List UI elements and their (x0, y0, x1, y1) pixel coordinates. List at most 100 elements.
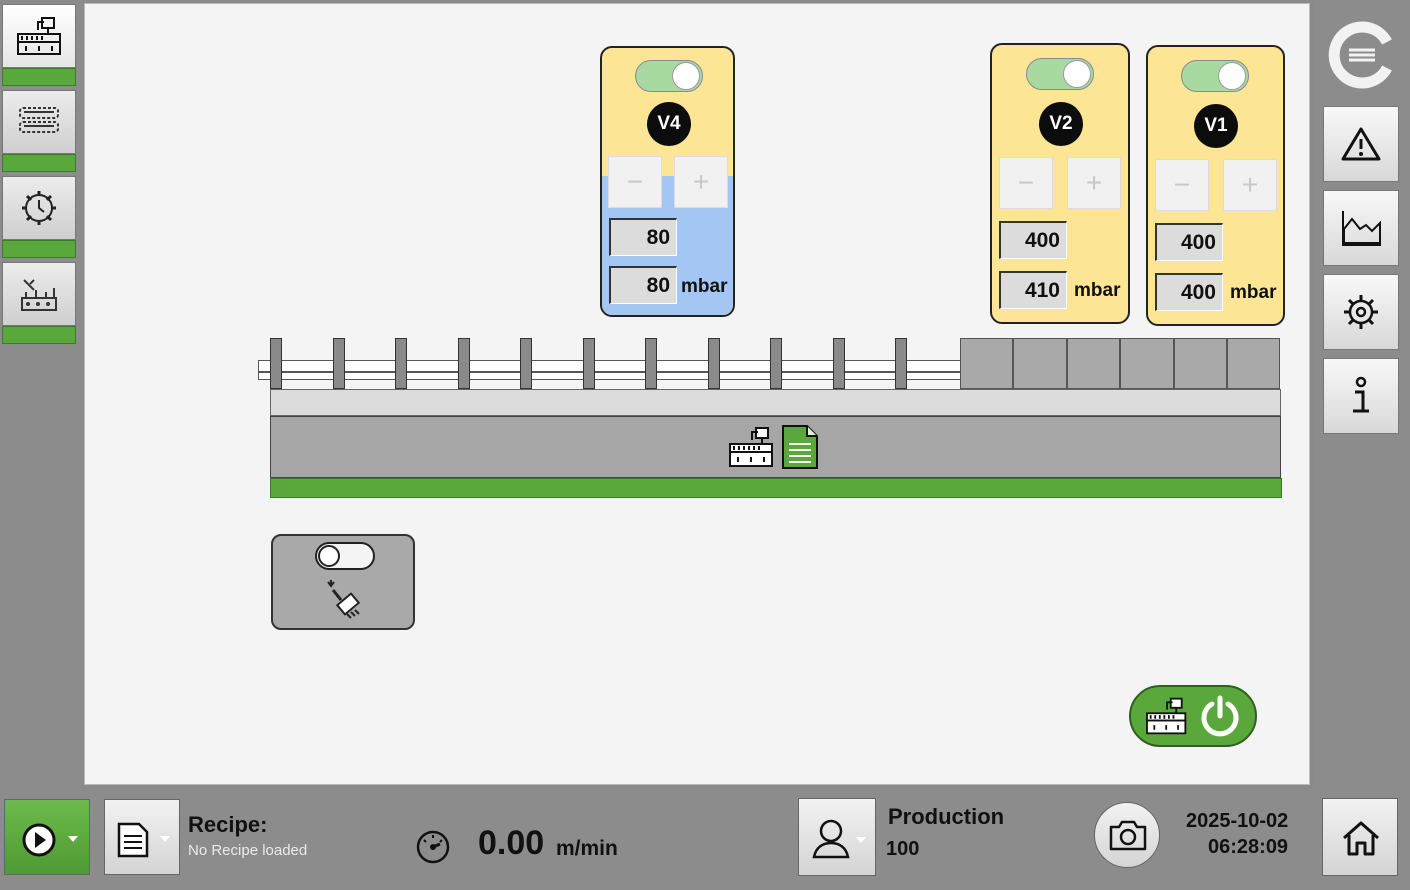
machine-view-button[interactable] (2, 4, 76, 88)
chevron-down-icon (856, 837, 866, 843)
conveyor-cell (960, 338, 1014, 389)
conveyor-post (895, 338, 907, 389)
chevron-down-icon (68, 836, 78, 842)
home-button[interactable] (1322, 798, 1398, 876)
user-login-button[interactable] (798, 798, 876, 876)
cleaning-station-icon (21, 279, 57, 311)
start-mode-button[interactable] (4, 799, 90, 875)
valve-v4-decrease-button[interactable]: − (608, 156, 662, 208)
valve-v2-setpoint-field[interactable]: 400 (999, 221, 1067, 259)
conveyor-rail-top (258, 360, 962, 372)
conveyor-view-button[interactable] (2, 90, 76, 174)
current-date: 2025-10-02 (1186, 810, 1289, 832)
conveyor-post (645, 338, 657, 389)
right-sidebar (1313, 0, 1410, 790)
chart-icon (1342, 211, 1381, 246)
current-time: 06:28:09 (1208, 836, 1289, 858)
gear-clock-icon (22, 191, 56, 225)
conveyor-post (707, 338, 720, 389)
home-icon (1343, 821, 1379, 856)
alarms-button[interactable] (1323, 106, 1399, 182)
machine-icon (17, 17, 61, 55)
cleaning-view-button[interactable] (2, 262, 76, 346)
valve-v1-toggle[interactable] (1181, 60, 1249, 92)
brush-unit-panel (271, 534, 415, 630)
valve-v4-badge: V4 (647, 102, 691, 146)
valve-v4-increase-button[interactable]: + (674, 156, 728, 208)
left-sidebar (0, 0, 82, 790)
recipe-document-icon (782, 425, 818, 469)
warning-icon (1341, 127, 1381, 161)
conveyor-post (270, 338, 282, 389)
conveyor-post (582, 338, 595, 389)
machine-icon (729, 427, 773, 467)
valve-panel-v4: V4 − + 80 80 mbar (600, 46, 735, 317)
machine-power-button[interactable] (1129, 685, 1257, 747)
company-logo-icon (1328, 21, 1392, 89)
valve-v2-decrease-button[interactable]: − (999, 157, 1053, 209)
play-icon (22, 823, 56, 857)
valve-v2-badge: V2 (1039, 102, 1083, 146)
conveyor-cell (1013, 338, 1067, 389)
valve-v1-decrease-button[interactable]: − (1155, 159, 1209, 211)
user-role: Production (888, 804, 1005, 829)
conveyor-status-bar (270, 478, 1282, 498)
user-icon (812, 819, 850, 859)
user-level: 100 (886, 838, 920, 860)
chevron-down-icon (160, 836, 170, 842)
valve-v4-actual-field: 80 (609, 266, 677, 304)
document-icon (117, 822, 149, 858)
brush-unit-toggle[interactable] (315, 542, 375, 570)
conveyor-post (457, 338, 470, 389)
valve-v1-increase-button[interactable]: + (1223, 159, 1277, 211)
conveyor-rail-bottom (258, 372, 962, 380)
conveyor-post (832, 338, 845, 389)
info-button[interactable] (1323, 358, 1399, 434)
brush-icon (327, 580, 361, 619)
conveyor-cell (1227, 338, 1281, 389)
recipe-button[interactable] (104, 799, 180, 875)
conveyor-cell (1066, 338, 1121, 389)
valve-v4-unit: mbar (681, 276, 728, 297)
recipe-value: No Recipe loaded (188, 842, 308, 859)
conveyor-post (395, 338, 407, 389)
valve-v2-unit: mbar (1074, 280, 1121, 301)
conveyor-belt-body (270, 416, 1281, 478)
valve-v1-actual-field: 400 (1155, 273, 1223, 311)
gear-icon (1344, 295, 1378, 329)
conveyor-post (770, 338, 782, 389)
valve-panel-v2: V2 − + 400 410 mbar (990, 43, 1130, 324)
valve-v2-toggle[interactable] (1026, 58, 1094, 90)
machine-icon (1145, 697, 1186, 735)
screenshot-button[interactable] (1094, 802, 1160, 868)
info-icon (1353, 376, 1369, 413)
valve-panel-v1: V1 − + 400 400 mbar (1146, 45, 1285, 326)
conveyor-belt-upper (270, 389, 1281, 416)
conveyor-cell (1173, 338, 1227, 389)
recipe-label: Recipe: (188, 812, 268, 837)
valve-v4-toggle[interactable] (635, 60, 703, 92)
valve-v2-actual-field: 410 (999, 271, 1067, 309)
status-indicator (2, 326, 76, 344)
valve-v1-setpoint-field[interactable]: 400 (1155, 223, 1223, 261)
conveyor-post (332, 338, 345, 389)
settings-button[interactable] (1323, 274, 1399, 350)
conveyor-belt-icon (19, 107, 59, 133)
valve-v1-badge: V1 (1194, 104, 1238, 148)
camera-icon (1109, 820, 1147, 851)
trends-button[interactable] (1323, 190, 1399, 266)
status-indicator (2, 68, 76, 86)
power-icon (1201, 695, 1238, 737)
status-indicator (2, 154, 76, 172)
valve-v4-setpoint-field[interactable]: 80 (609, 218, 677, 256)
conveyor-cell (1120, 338, 1174, 389)
speedometer-icon (416, 830, 450, 864)
line-speed-unit: m/min (556, 837, 618, 860)
line-speed-value: 0.00 (478, 824, 545, 862)
valve-v2-increase-button[interactable]: + (1067, 157, 1121, 209)
conveyor-post (520, 338, 532, 389)
bottom-bar: Recipe: No Recipe loaded 0.00 m/min Prod… (0, 790, 1410, 890)
timer-settings-button[interactable] (2, 176, 76, 260)
status-indicator (2, 240, 76, 258)
valve-v1-unit: mbar (1230, 282, 1277, 303)
